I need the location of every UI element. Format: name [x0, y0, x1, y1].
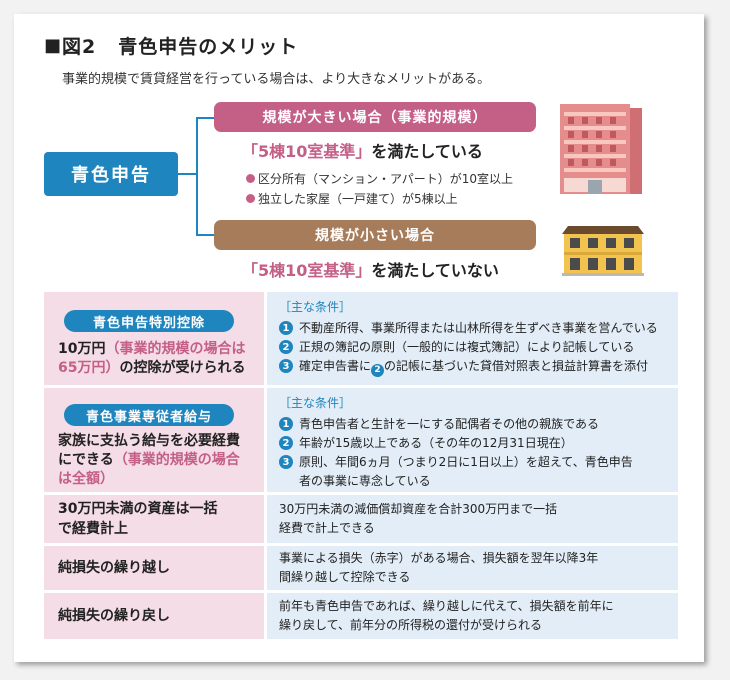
row5-left: 純損失の繰り戻し — [44, 593, 264, 639]
row1-cond-2: 2 正規の簿記の原則（一般的には複式簿記）により記帳している — [279, 338, 666, 357]
small-scale-label: 規模が小さい場合 — [214, 220, 536, 250]
row1-cond-1-text: 不動産所得、事業所得または山林所得を生ずべき事業を営んでいる — [299, 321, 658, 335]
row2-right: ［主な条件］ 1 青色申告者と生計を一にする配偶者その他の親族である 2 年齢が15… — [267, 388, 678, 492]
row2-left: 青色事業専従者給与 家族に支払う給与を必要経費にできる（事業的規模の場合は全額） — [44, 388, 264, 492]
row1-cond-1: 1 不動産所得、事業所得または山林所得を生ずべき事業を営んでいる — [279, 319, 666, 338]
small-scale-condition: 「5棟10室基準」を満たしていない — [242, 257, 499, 281]
row4-left: 純損失の繰り越し — [44, 546, 264, 590]
connector-vertical — [196, 117, 198, 235]
row3-heading: 30万円未満の資産は一括で経費計上 — [58, 501, 218, 537]
row2-cond-3-text: 原則、年間6ヵ月（つまり2日に1日以上）を超えて、青色申告者の事業に専念している — [299, 455, 633, 488]
large-scale-suffix: を満たしている — [371, 142, 483, 161]
row3-right: 30万円未満の減価償却資産を合計300万円まで一括経費で計上できる — [267, 495, 678, 543]
number-badge: 2 — [279, 340, 293, 354]
row2-cond-1-text: 青色申告者と生計を一にする配偶者その他の親族である — [299, 417, 600, 431]
connector-root — [178, 173, 196, 175]
row4-heading: 純損失の繰り越し — [58, 560, 170, 576]
large-scale-condition: 「5棟10室基準」を満たしている — [242, 138, 483, 162]
table-row: 青色申告特別控除 10万円（事業的規模の場合は65万円）の控除が受けられる ［主… — [44, 292, 678, 385]
row3-text: 30万円未満の減価償却資産を合計300万円まで一括経費で計上できる — [279, 502, 558, 535]
row4-text: 事業による損失（赤字）がある場合、損失額を翌年以降3年間繰り越して控除できる — [279, 551, 599, 584]
row3-left: 30万円未満の資産は一括で経費計上 — [44, 495, 264, 543]
row1-head-a: 10万円 — [58, 341, 106, 357]
large-bullet-2: 独立した家屋（一戸建て）が5棟以上 — [246, 190, 458, 207]
title-text: 青色申告のメリット — [118, 36, 299, 58]
large-bullet-1-text: 区分所有（マンション・アパート）が10室以上 — [258, 172, 514, 186]
bullet-dot — [246, 174, 255, 183]
large-scale-highlight: 「5棟10室基準」 — [242, 142, 372, 161]
figure-subtitle: 事業的規模で賃貸経営を行っている場合は、より大きなメリットがある。 — [62, 72, 491, 87]
family-salary-pill: 青色事業専従者給与 — [64, 404, 234, 426]
number-badge-inline: 2 — [371, 364, 385, 377]
row2-cond-3: 3 原則、年間6ヵ月（つまり2日に1日以上）を超えて、青色申告者の事業に専念してい… — [279, 453, 666, 491]
special-deduction-pill: 青色申告特別控除 — [64, 310, 234, 332]
row1-cond-3-text: 確定申告書に — [299, 359, 372, 373]
table-row: 純損失の繰り戻し 前年も青色申告であれば、繰り越しに代えて、損失額を前年に繰り戻… — [44, 593, 678, 639]
number-badge: 1 — [279, 417, 293, 431]
row1-head-b: の控除が受けられる — [119, 360, 246, 376]
title-figure-number: 図2 — [62, 36, 97, 58]
title-mark: ■ — [44, 35, 63, 56]
row2-cond-2: 2 年齢が15歳以上である（その年の12月31日現在） — [279, 434, 666, 453]
connector-large — [196, 117, 214, 119]
number-badge: 3 — [279, 359, 293, 373]
row5-right: 前年も青色申告であれば、繰り越しに代えて、損失額を前年に繰り戻して、前年分の所得… — [267, 593, 678, 639]
row1-left: 青色申告特別控除 10万円（事業的規模の場合は65万円）の控除が受けられる — [44, 292, 264, 385]
table-row: 青色事業専従者給与 家族に支払う給与を必要経費にできる（事業的規模の場合は全額）… — [44, 388, 678, 492]
connector-small — [196, 234, 214, 236]
row2-cond-2-text: 年齢が15歳以上である（その年の12月31日現在） — [299, 436, 573, 450]
bullet-dot — [246, 194, 255, 203]
row1-heading: 10万円（事業的規模の場合は65万円）の控除が受けられる — [58, 340, 250, 378]
row1-cond-3-tail: の記帳に基づいた貸借対照表と損益計算書を添付 — [384, 359, 649, 373]
apartment-building-illustration — [560, 104, 642, 194]
figure-title: ■図2 青色申告のメリット — [44, 32, 298, 59]
large-scale-label: 規模が大きい場合（事業的規模） — [214, 102, 536, 132]
row5-heading: 純損失の繰り戻し — [58, 608, 170, 624]
row2-cond-title: ［主な条件］ — [279, 396, 352, 410]
row2-heading: 家族に支払う給与を必要経費にできる（事業的規模の場合は全額） — [58, 432, 250, 489]
small-apartment-illustration — [562, 226, 644, 276]
table-row: 純損失の繰り越し 事業による損失（赤字）がある場合、損失額を翌年以降3年間繰り越… — [44, 546, 678, 590]
row2-head-highlight: （事業的規模の場合は全額） — [58, 452, 240, 487]
row5-text: 前年も青色申告であれば、繰り越しに代えて、損失額を前年に繰り戻して、前年分の所得… — [279, 599, 614, 632]
number-badge: 2 — [279, 436, 293, 450]
number-badge: 1 — [279, 321, 293, 335]
table-row: 30万円未満の資産は一括で経費計上 30万円未満の減価償却資産を合計300万円ま… — [44, 495, 678, 543]
row4-right: 事業による損失（赤字）がある場合、損失額を翌年以降3年間繰り越して控除できる — [267, 546, 678, 590]
row2-cond-1: 1 青色申告者と生計を一にする配偶者その他の親族である — [279, 415, 666, 434]
large-bullet-1: 区分所有（マンション・アパート）が10室以上 — [246, 170, 513, 187]
number-badge: 3 — [279, 455, 293, 469]
small-scale-suffix: を満たしていない — [371, 261, 499, 280]
root-box: 青色申告 — [44, 152, 178, 196]
row1-cond-title: ［主な条件］ — [279, 300, 352, 314]
row2-head-a: 家族に支払う給与を必要経費にできる — [58, 433, 240, 468]
large-bullet-2-text: 独立した家屋（一戸建て）が5棟以上 — [258, 192, 458, 206]
row1-right: ［主な条件］ 1 不動産所得、事業所得または山林所得を生ずべき事業を営んでいる 2… — [267, 292, 678, 385]
row1-head-highlight: （事業的規模の場合は65万円） — [58, 341, 246, 376]
row1-cond-2-text: 正規の簿記の原則（一般的には複式簿記）により記帳している — [299, 340, 635, 354]
small-scale-highlight: 「5棟10室基準」 — [242, 261, 372, 280]
